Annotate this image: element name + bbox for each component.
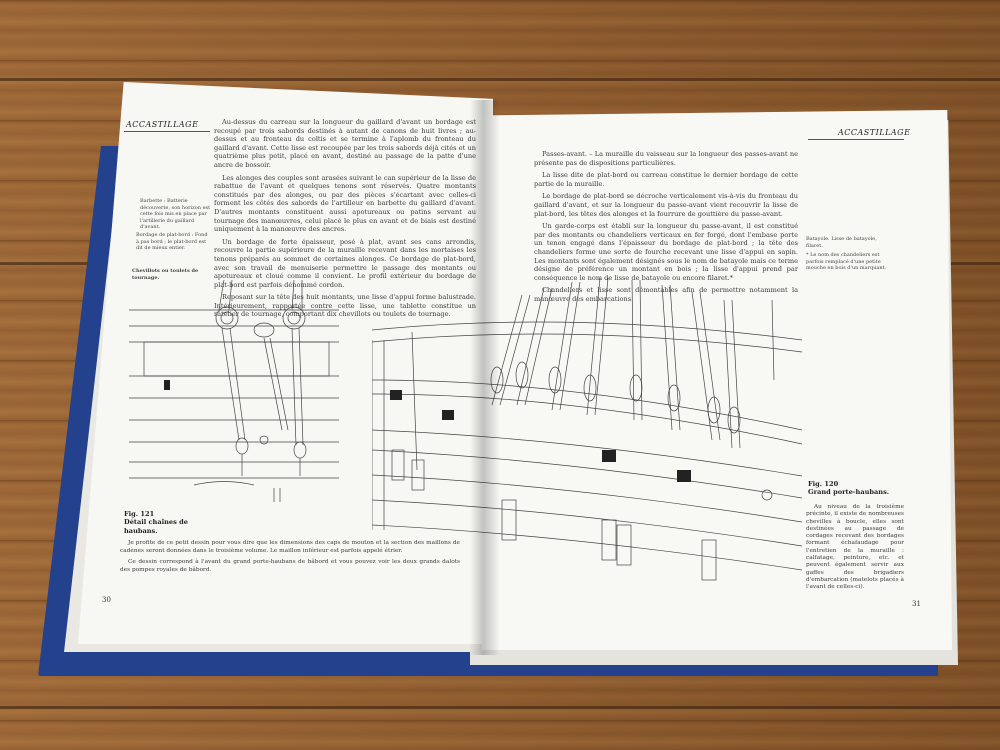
plank-seam: [0, 78, 1000, 81]
left-paragraph: Au-dessus du carreau sur la longueur du …: [214, 118, 476, 169]
figure-121-paragraph: Ce dessin correspond à l'avant du grand …: [120, 559, 460, 573]
book-gutter: [470, 100, 500, 655]
right-paragraph: Un garde-corps est établi sur la longueu…: [534, 222, 798, 282]
left-paragraph: Les alonges des couples sont arasées sui…: [214, 173, 476, 234]
figure-120-drawing: [372, 270, 802, 595]
figure-121-drawing: [124, 280, 344, 505]
left-side-note: Bordage de plat-bord : Fond à pas bord ;…: [136, 232, 208, 251]
right-body-text: Passes-avant. – La muraille du vaisseau …: [534, 150, 798, 308]
figure-120-paragraph: Au niveau de la troisième précinte, il e…: [806, 504, 904, 591]
figure-121-number: Fig. 121: [124, 510, 155, 518]
figure-121-text: Je profite de ce petit dessin pour vous …: [120, 540, 460, 578]
right-paragraph: Le bordage de plat-bord se décroche vert…: [534, 192, 798, 218]
right-head-rule: [808, 139, 904, 140]
left-head-rule: [124, 131, 210, 132]
figure-121-caption: Fig. 121 Détail chaînes de haubans.: [124, 510, 204, 535]
figure-121-title: Détail chaînes de haubans.: [124, 518, 188, 535]
left-paragraph: Reposant sur la tête des huit montants, …: [214, 293, 476, 319]
right-side-note: * Le nom des chandeliers est parfois rem…: [806, 252, 887, 271]
figure-120-text: Au niveau de la troisième précinte, il e…: [806, 504, 904, 596]
figure-120-caption: Fig. 120 Grand porte-haubans.: [808, 480, 898, 497]
left-body-text: Au-dessus du carreau sur la longueur du …: [214, 118, 476, 323]
right-side-note: Batayole. Lisse de batayole, filaret.: [806, 236, 877, 249]
left-page-number: 30: [102, 596, 111, 604]
right-page-number: 31: [912, 600, 921, 608]
right-paragraph: Passes-avant. – La muraille du vaisseau …: [534, 150, 798, 167]
figure-121-paragraph: Je profite de ce petit dessin pour vous …: [120, 540, 460, 554]
right-page[interactable]: [482, 110, 952, 650]
figure-120-number: Fig. 120: [808, 480, 839, 488]
figure-120-title: Grand porte-haubans.: [808, 488, 890, 497]
right-paragraph: La lisse dite de plat-bord ou carreau co…: [534, 171, 798, 188]
right-running-head: ACCASTILLAGE: [838, 128, 911, 137]
left-page[interactable]: [78, 82, 493, 644]
left-side-note: Barbette : Batterie découverte, son hori…: [140, 198, 211, 230]
plank-seam: [0, 706, 1000, 709]
left-running-head: ACCASTILLAGE: [126, 120, 199, 129]
right-paragraph: Chandeliers et lisse sont démontables af…: [534, 286, 798, 303]
left-side-note: Chevillots ou toulets de tournage.: [132, 268, 199, 281]
left-paragraph: Un bordage de forte épaisseur, posé à pl…: [214, 237, 476, 289]
